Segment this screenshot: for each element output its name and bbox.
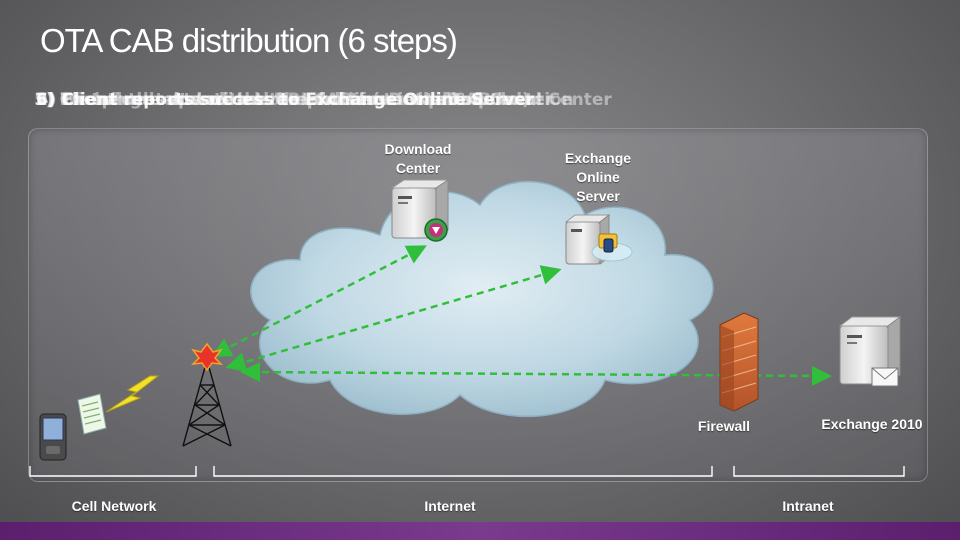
step-line-3: 3) The phone downloads the CAB from the … bbox=[35, 90, 612, 110]
server-mail-icon bbox=[838, 316, 902, 387]
step-line-2: 2) Exchange returns the URL for the Down… bbox=[36, 90, 554, 110]
server-download-icon bbox=[390, 179, 450, 242]
bottom-accent-bar bbox=[0, 522, 960, 540]
firewall-icon bbox=[719, 312, 759, 412]
firewall-label: Firewall bbox=[697, 418, 751, 434]
lightning-icon bbox=[105, 375, 160, 413]
intranet-label: Intranet bbox=[782, 498, 834, 514]
connection-arrows bbox=[211, 245, 832, 386]
zone-brackets bbox=[29, 466, 905, 477]
bracket-internet bbox=[213, 466, 713, 477]
phone-icon bbox=[39, 413, 67, 461]
exchange-online-server-label: Exchange Online Server bbox=[564, 150, 632, 204]
page-title: OTA CAB distribution (6 steps) bbox=[40, 22, 458, 59]
cab-document-icon bbox=[77, 393, 107, 435]
cell-tower-icon bbox=[182, 342, 232, 447]
exchange-2010-label: Exchange 2010 bbox=[821, 416, 923, 432]
bracket-cell-network bbox=[29, 466, 197, 477]
internet-label: Internet bbox=[424, 498, 476, 514]
step-line-5: 5) Phone restarts with the new client in… bbox=[34, 90, 481, 110]
bracket-intranet bbox=[733, 466, 905, 477]
download-center-label: Download Center bbox=[384, 141, 452, 176]
step-line-6: 6) Client reports success to Exchange On… bbox=[36, 90, 535, 110]
step-line-1: 1) Client calls Autodiscover to discover… bbox=[34, 90, 574, 110]
cell-network-label: Cell Network bbox=[71, 498, 157, 514]
server-exchange-icon bbox=[564, 213, 633, 266]
step-line-4: 4) Install the update on the phone (user… bbox=[37, 90, 530, 110]
